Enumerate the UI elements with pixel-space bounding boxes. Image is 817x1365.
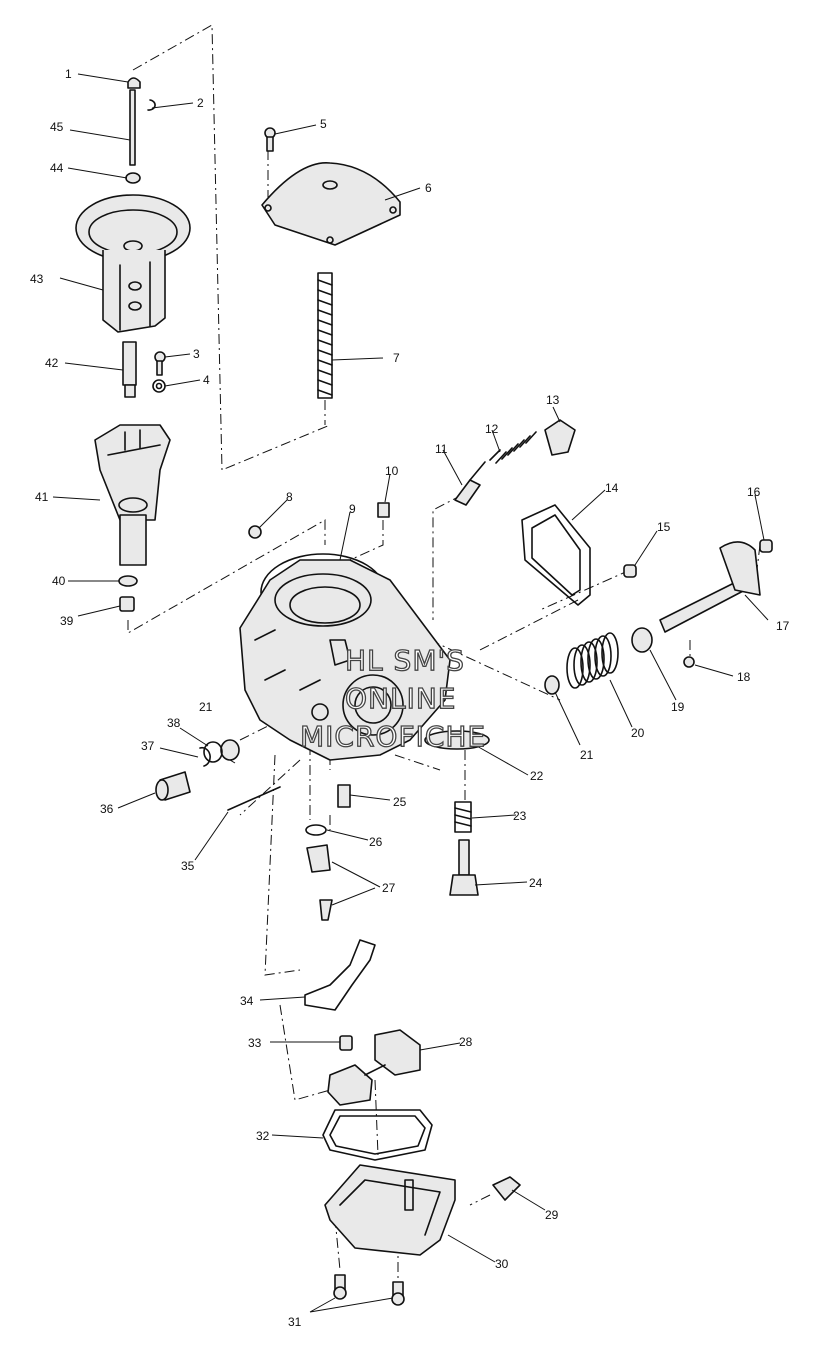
callout-21-right: 21: [580, 748, 594, 762]
callout-8: 8: [286, 490, 293, 504]
watermark-line-3: MICROFICHE: [300, 720, 486, 753]
callout-27: 27: [382, 881, 396, 895]
callout-41: 41: [35, 490, 49, 504]
callout-16: 16: [747, 485, 761, 499]
callout-29: 29: [545, 1208, 559, 1222]
callout-4: 4: [203, 373, 210, 387]
callout-12: 12: [485, 422, 499, 436]
callout-32: 32: [256, 1129, 270, 1143]
watermark-line-2: ONLINE: [345, 682, 456, 715]
callout-39: 39: [60, 614, 74, 628]
callout-6: 6: [425, 181, 432, 195]
callout-45: 45: [50, 120, 64, 134]
callout-25: 25: [393, 795, 407, 809]
callout-35: 35: [181, 859, 195, 873]
parts: [75, 77, 773, 1306]
callout-40: 40: [52, 574, 66, 588]
callout-42: 42: [45, 356, 59, 370]
callout-37: 37: [141, 739, 155, 753]
callout-17: 17: [776, 619, 790, 633]
callout-43: 43: [30, 272, 44, 286]
callout-34: 34: [240, 994, 254, 1008]
callout-33: 33: [248, 1036, 262, 1050]
callout-44: 44: [50, 161, 64, 175]
callout-10: 10: [385, 464, 399, 478]
callout-15: 15: [657, 520, 671, 534]
callout-13: 13: [546, 393, 560, 407]
callout-23: 23: [513, 809, 527, 823]
callout-31: 31: [288, 1315, 302, 1329]
spring-20: [566, 632, 619, 689]
callout-14: 14: [605, 481, 619, 495]
callout-24: 24: [529, 876, 543, 890]
watermark-line-1: HL SM'S: [345, 644, 465, 677]
callout-3: 3: [193, 347, 200, 361]
callout-22: 22: [530, 769, 544, 783]
callouts: 1 2 3 4 5 6 7 8 9 10 11 12 13 14 15 16 1…: [30, 67, 790, 1329]
callout-11: 11: [435, 442, 448, 456]
callout-28: 28: [459, 1035, 473, 1049]
callout-30: 30: [495, 1257, 509, 1271]
leader-lines: [52, 73, 769, 1313]
callout-26: 26: [369, 835, 383, 849]
callout-20: 20: [631, 726, 645, 740]
callout-19: 19: [671, 700, 685, 714]
callout-21-left: 21: [199, 700, 213, 714]
callout-9: 9: [349, 502, 356, 516]
spring-23: [454, 801, 472, 833]
spring-7: [317, 272, 333, 399]
callout-1: 1: [65, 67, 72, 81]
callout-2: 2: [197, 96, 204, 110]
callout-5: 5: [320, 117, 327, 131]
callout-18: 18: [737, 670, 751, 684]
callout-38: 38: [167, 716, 181, 730]
watermark: HL SM'S ONLINE MICROFICHE: [299, 643, 486, 753]
callout-36: 36: [100, 802, 114, 816]
callout-7: 7: [393, 351, 400, 365]
